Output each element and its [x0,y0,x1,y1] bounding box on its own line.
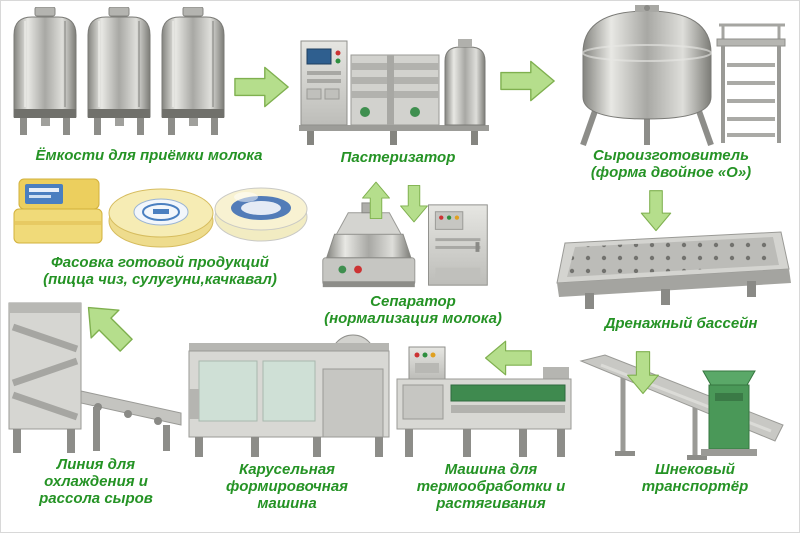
arrow-tanks-to-pasteurizer [234,61,290,113]
arrow-separator-to-pasteurizer [360,168,392,232]
packaging-label: Фасовка готовой продукций (пицца чиз, су… [43,254,277,289]
milk-reception-tanks-label: Ёмкости для приёмки молока [35,147,263,164]
drainage-basin-label: Дренажный бассейн [604,315,758,332]
cheese-maker-label: Сыроизготовитель (форма двойное «О») [590,147,752,182]
screw-conveyor-image [575,351,793,461]
packaged-cheese-image [13,175,309,251]
arrow-cooling-to-packaging [69,288,145,364]
separator-label: Сепаратор (нормализация молока) [324,293,502,328]
cooling-line-label: Линия для охлаждения и рассола сыров [39,456,153,508]
cheese-maker-image [561,5,791,147]
thermo-processing-machine-image [393,339,575,461]
pasteurizer-label: Пастеризатор [340,149,456,166]
pasteurizer-image [295,35,493,147]
arrow-pasteurizer-to-cheesemaker [500,55,556,107]
carousel-forming-machine-image [185,329,393,461]
drainage-basin-image [551,227,793,311]
separator-image [317,199,495,293]
thermo-processing-machine-label: Машина для термообработки и растягивания [416,461,566,513]
arrow-cheesemaker-to-drainage [632,190,680,232]
carousel-forming-machine-label: Карусельная формировочная машина [225,461,349,513]
arrow-screw-to-thermo [482,338,534,378]
screw-conveyor-label: Шнековый транспортёр [641,461,749,496]
arrow-pasteurizer-to-separator [398,172,430,236]
arrow-drainage-to-screw [620,351,666,395]
cooling-line-image [3,295,187,457]
milk-reception-tanks-image [9,7,227,143]
